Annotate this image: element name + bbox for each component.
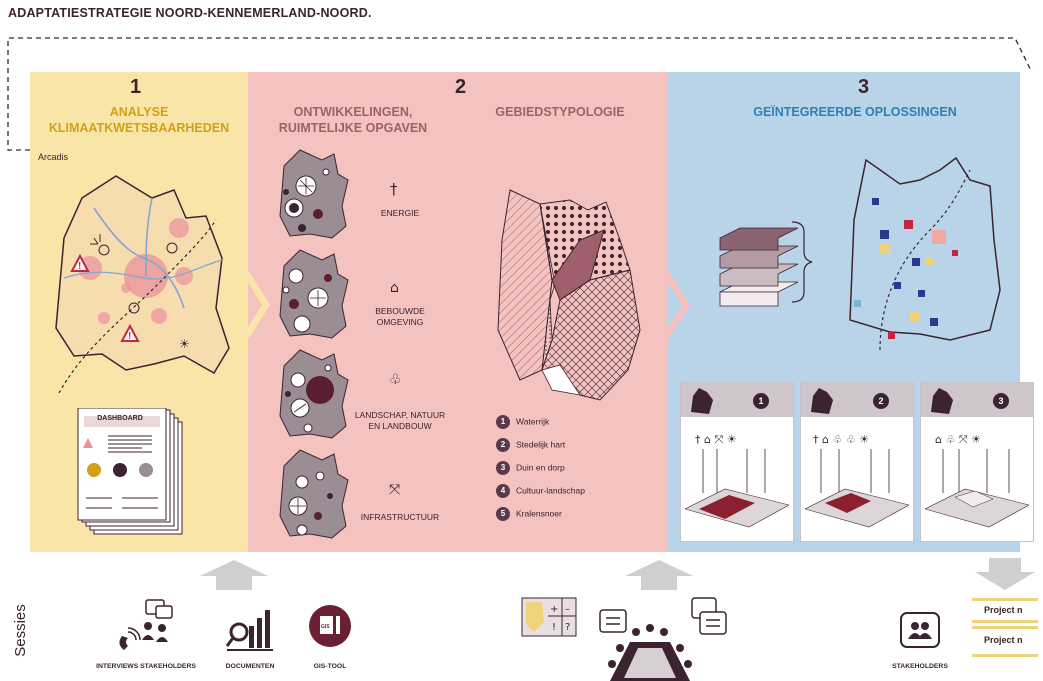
dashboard-documents [77,408,183,535]
stakeholders-label: STAKEHOLDERS [892,663,948,670]
typology-map [497,189,641,401]
solutions-map [849,156,1001,350]
small-map-landschap [279,349,349,439]
category-bebouwde-omgeving: BEBOUWDE OMGEVING [340,306,460,328]
card-number-badge: 3 [993,393,1009,409]
legend-number-badge: 4 [496,484,510,498]
project-bar [972,626,1038,629]
house-icon: ⌂ [390,280,399,296]
project-label-1: Project n [984,605,1023,615]
panel2-heading-right: GEBIEDSTYPOLOGIE [495,105,625,119]
card-illustration: † ⌂ ⤧ ☀ [685,433,789,528]
project-bar [972,620,1038,623]
arrow-down [975,558,1035,590]
svg-text:!: ! [78,261,81,272]
legend-number-badge: 1 [496,415,510,429]
sessions-label-wrap: Sessies [8,600,48,670]
interview-icon [119,599,173,650]
category-energie: ENERGIE [340,208,460,219]
vulnerability-map: !! ☀ [55,175,230,393]
card-map-thumb [811,388,833,414]
step-number-1: 1 [130,76,142,98]
gis-tool-icon: GIS [309,605,351,647]
card-illustration: ⌂ ♧ ⤧ ☀ [925,433,1029,528]
solution-card-1: 1 † ⌂ ⤧ ☀ [680,382,794,542]
symbol-plus: + [550,604,558,615]
interviews-label: INTERVIEWS STAKEHOLDERS [96,663,196,670]
document-chart-icon [225,610,273,651]
category-infrastructuur: INFRASTRUCTUUR [340,512,460,523]
card-map-thumb [691,388,713,414]
step-number-3: 3 [858,76,870,98]
panel1-heading-line1: ANALYSE [109,105,169,119]
source-label: Arcadis [38,152,69,162]
sessions-label: Sessies [11,604,29,657]
typology-legend-item: 2 Stedelijk hart [496,438,565,452]
typology-legend-item: 3 Duin en dorp [496,461,565,475]
svg-text:!: ! [128,331,131,342]
chevron-arrow-2 [660,270,690,340]
svg-text:† ⌂ ⤧ ☀: † ⌂ ⤧ ☀ [695,433,737,446]
panel2-heading-left-line1: ONTWIKKELINGEN, [293,105,413,119]
panel1-heading-line2: KLIMAATKWETSBAARHEDEN [48,121,230,135]
legend-label: Duin en dorp [516,462,565,473]
card-number-badge: 2 [873,393,889,409]
typology-legend-item: 5 Kralensnoer [496,507,562,521]
symbol-minus: – [565,604,570,615]
page-title: ADAPTATIESTRATEGIE NOORD-KENNEMERLAND-NO… [8,6,372,20]
legend-number-badge: 3 [496,461,510,475]
category-bebouwde-line2: OMGEVING [376,317,424,327]
card-number-badge: 1 [753,393,769,409]
category-infrastructuur-label: INFRASTRUCTUUR [360,512,440,522]
legend-label: Stedelijk hart [516,439,566,450]
wind-turbine-icon: † [390,180,398,198]
step-number-2: 2 [455,76,467,98]
panel2-heading-left: ONTWIKKELINGEN, RUIMTELIJKE OPGAVEN [258,104,448,136]
project-label-2: Project n [984,635,1023,645]
arrow-up-1 [200,560,268,590]
card-map-thumb [931,388,953,414]
solution-card-3: 3 ⌂ ♧ ⤧ ☀ [920,382,1034,542]
legend-number-badge: 2 [496,438,510,452]
solution-card-2: 2 † ⌂ ♧ ♧ ☀ [800,382,914,542]
svg-text:GIS: GIS [321,624,330,630]
layer-stack-icon [719,221,813,307]
typology-legend-item: 1 Waterrijk [496,415,549,429]
legend-label: Waterrijk [516,416,550,427]
documenten-label: DOCUMENTEN [225,663,275,670]
card-illustration: † ⌂ ♧ ♧ ☀ [805,433,909,528]
svg-text:☀: ☀ [179,337,190,351]
small-map-infrastructuur [279,449,349,539]
category-energie-label: ENERGIE [380,208,420,218]
legend-label: Cultuur-landschap [516,485,585,496]
legend-number-badge: 5 [496,507,510,521]
small-map-energie [279,149,349,239]
svg-text:† ⌂ ♧ ♧ ☀: † ⌂ ♧ ♧ ☀ [813,433,869,446]
symbol-question: ? [565,622,570,633]
arrow-up-2 [625,560,693,590]
small-map-bebouwde-omgeving [279,249,349,339]
typology-legend-item: 4 Cultuur-landschap [496,484,585,498]
category-landschap: LANDSCHAP, NATUUR EN LANDBOUW [330,410,470,432]
category-bebouwde-line1: BEBOUWDE [375,306,425,316]
category-landschap-line1: LANDSCHAP, NATUUR [354,410,446,420]
symbol-exclaim: ! [552,622,556,633]
project-bar [972,598,1038,601]
project-bar [972,654,1038,657]
dashboard-label: DASHBOARD [97,415,143,422]
legend-label: Kralensnoer [516,508,562,519]
category-landschap-line2: EN LANDBOUW [368,421,432,431]
panel3-heading: GEÏNTEGREERDE OPLOSSINGEN [753,105,957,119]
gis-tool-label: GIS-TOOL [313,663,347,670]
stakeholders-icon [900,612,940,648]
chevron-arrow-1 [240,270,270,340]
crossroads-icon: ⤧ [389,482,401,498]
panel2-heading-left-line2: RUIMTELIJKE OPGAVEN [278,121,428,135]
workshop-icon: + – ! ? [521,597,727,681]
tree-icon: ♧ [389,372,402,388]
svg-text:⌂ ♧ ⤧ ☀: ⌂ ♧ ⤧ ☀ [935,433,981,446]
panel1-heading: ANALYSE KLIMAATKWETSBAARHEDEN [30,104,248,136]
